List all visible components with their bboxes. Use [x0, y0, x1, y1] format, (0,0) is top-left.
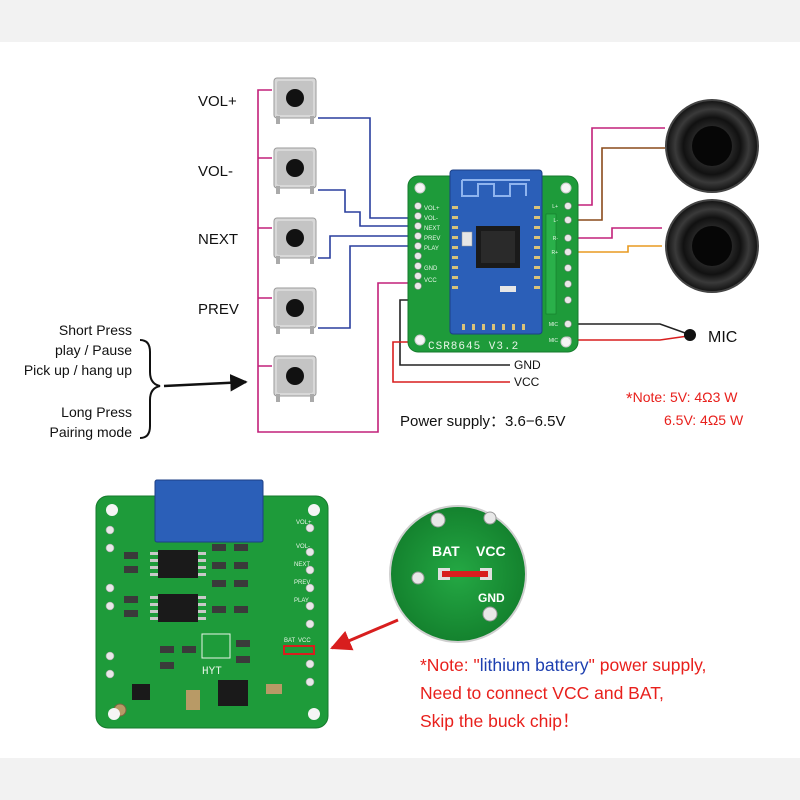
speaker-1: [665, 99, 759, 193]
note-lithium-line1: *Note: "lithium battery" power supply,: [420, 655, 706, 677]
zoom-vcc-label: VCC: [476, 543, 506, 559]
button-next[interactable]: [273, 217, 317, 264]
note-lithium-line2: Need to connect VCC and BAT,: [420, 683, 664, 703]
wire-spk2-b: [570, 245, 662, 253]
back-pin-vol-plus: VOL+: [296, 520, 312, 526]
wire-spk1-b: [570, 147, 665, 221]
back-pin-next: NEXT: [294, 562, 310, 568]
wire-vol-minus: [318, 189, 412, 227]
zoom-jumper: [442, 571, 488, 577]
regulator-chip: [218, 680, 248, 706]
board-pin-left-label: GND: [424, 266, 438, 272]
desc-play-pause: play / Pause: [54, 342, 132, 358]
wire-prev: [318, 245, 412, 329]
mic-icon: [684, 329, 696, 341]
amp-chip-2: [158, 594, 198, 622]
board-pin-left-label: NEXT: [424, 226, 440, 232]
label-prev: PREV: [198, 301, 239, 318]
wire-next: [318, 235, 412, 259]
zoom-view: BAT VCC GND: [389, 505, 527, 643]
zoom-bat-label: BAT: [432, 543, 460, 559]
wire-spk1-a: [570, 127, 665, 206]
arrow-left-icon: [330, 618, 399, 651]
board-pin-right-label: L-: [554, 218, 559, 224]
wire-common: [257, 89, 412, 433]
wire-mic-b: [570, 335, 689, 341]
label-mic: MIC: [708, 329, 738, 346]
board-model-label: CSR8645 V3.2: [428, 341, 519, 353]
button-play[interactable]: [273, 355, 317, 402]
button-vol-plus[interactable]: [273, 77, 317, 124]
board-pin-left-label: VCC: [424, 278, 437, 284]
note-lithium-part2: " power supply,: [588, 655, 707, 675]
label-vcc: VCC: [514, 375, 540, 389]
board-pin-left-label: VOL-: [424, 216, 438, 222]
wire-spk2-a: [570, 227, 662, 239]
back-pin-prev: PREV: [294, 580, 310, 586]
back-pad-vcc: VCC: [298, 638, 311, 644]
note-power-line2: 6.5V: 4Ω5 W: [664, 412, 744, 428]
label-vol-minus: VOL-: [198, 163, 234, 180]
desc-short-press: Short Press: [58, 322, 132, 338]
speaker-2: [665, 199, 759, 293]
brace-icon: [139, 339, 161, 439]
zoom-gnd-label: GND: [478, 591, 505, 605]
back-pin-vol-minus: VOL-: [296, 544, 310, 550]
note-power-text1: Note: 5V: 4Ω3 W: [632, 389, 738, 405]
amp-chip-1: [158, 550, 198, 578]
tact-buttons: [273, 77, 317, 402]
board-pin-right-label: R+: [551, 250, 558, 256]
wire-common-2: [258, 157, 272, 367]
back-pad-bat: BAT: [284, 638, 296, 644]
board-pin-left-label: PLAY: [424, 246, 439, 252]
note-lithium-line3: Skip the buck chip！: [420, 711, 580, 731]
board-pin-right-label: MIC: [549, 338, 559, 344]
arrow-right-icon: [163, 374, 248, 392]
back-board-label: HYT: [202, 666, 222, 678]
power-supply-text: Power supply：3.6−6.5V: [400, 413, 566, 430]
antenna-icon: [461, 179, 530, 197]
note-lithium-part1: *Note: ": [420, 655, 480, 675]
button-vol-minus[interactable]: [273, 147, 317, 194]
board-pin-left-label: VOL+: [424, 206, 440, 212]
desc-pickup-hangup: Pick up / hang up: [23, 362, 132, 378]
board-pin-left-label: PREV: [424, 236, 440, 242]
button-prev[interactable]: [273, 287, 317, 334]
note-lithium-highlight: lithium battery: [479, 655, 589, 675]
label-gnd: GND: [514, 358, 541, 372]
label-vol-plus: VOL+: [198, 93, 237, 110]
board-pin-right-label: R-: [553, 236, 559, 242]
board-pin-right-label: MIC: [549, 322, 559, 328]
wire-mic-a: [570, 323, 689, 335]
note-power-line1: *Note: 5V: 4Ω3 W: [626, 390, 738, 407]
note-star: *: [626, 389, 633, 408]
back-board: HYT VOL+ VOL- NEXT PREV PLAY BAT VCC: [95, 479, 329, 729]
desc-long-press: Long Press: [61, 404, 132, 420]
jumper-highlight: [283, 645, 315, 655]
back-pin-play: PLAY: [294, 598, 309, 604]
back-module: [154, 479, 264, 543]
label-next: NEXT: [198, 231, 239, 248]
wire-vol-plus: [318, 117, 412, 219]
board-pin-right-label: L+: [552, 204, 558, 210]
desc-pairing-mode: Pairing mode: [49, 424, 133, 440]
bluetooth-board: CSR8645 V3.2: [407, 169, 579, 353]
